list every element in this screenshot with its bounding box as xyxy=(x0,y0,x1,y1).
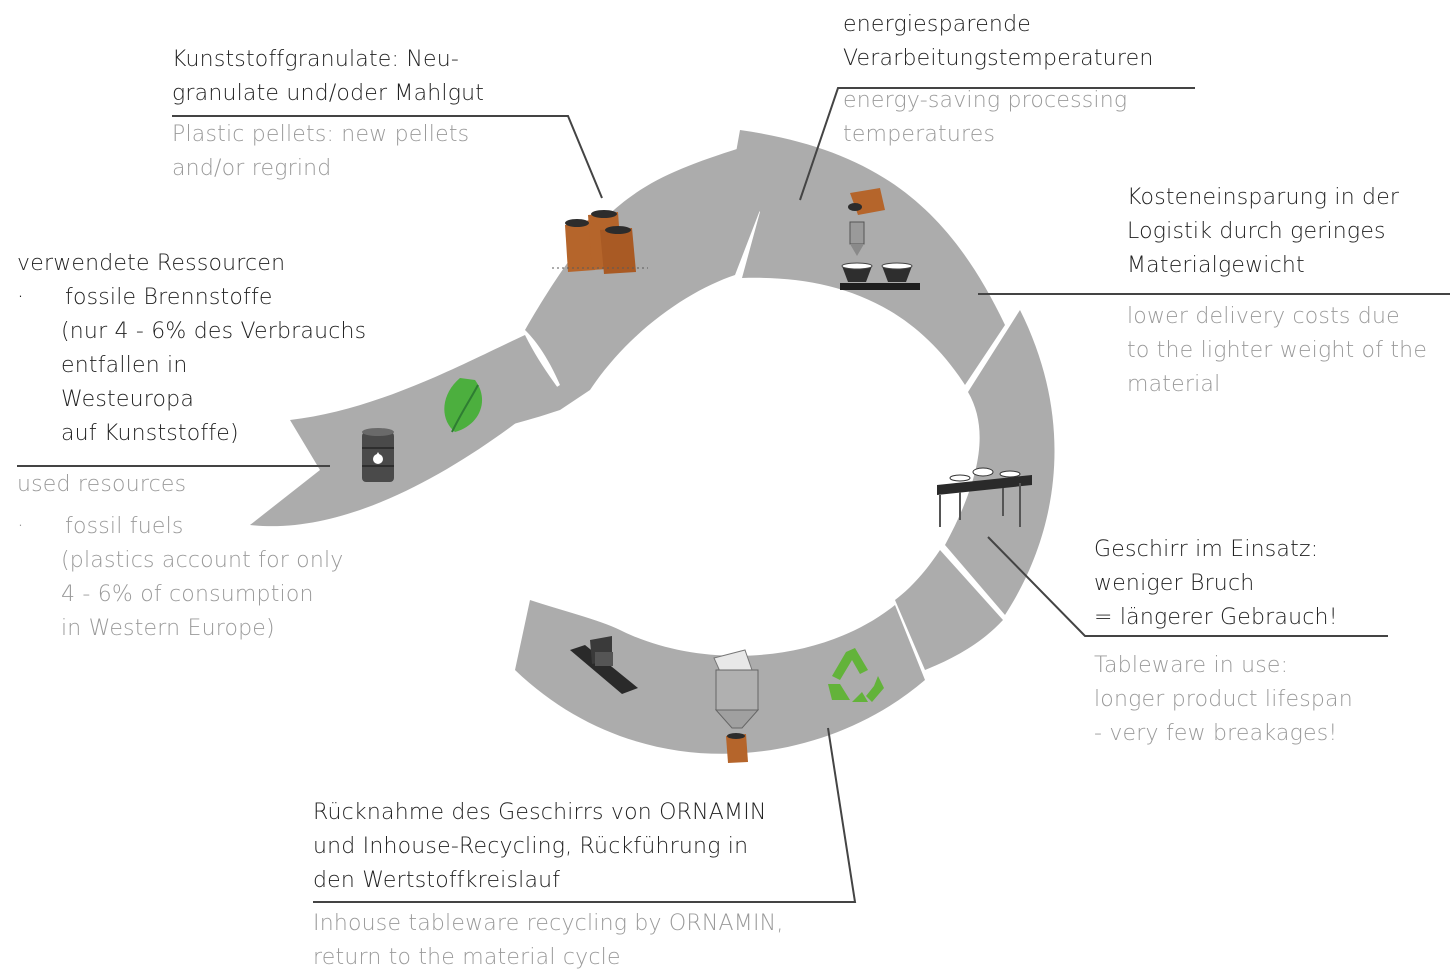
text-line: den Wertstoffkreislauf xyxy=(313,868,561,893)
text-line: Materialgewicht xyxy=(1127,253,1305,278)
label-logistics-de: Kosteneinsparung in der Logistik durch g… xyxy=(1127,181,1427,283)
label-resources-de: verwendete Ressourcen · fossile Brennsto… xyxy=(17,247,366,451)
text-line: (nur 4 - 6% des Verbrauchs xyxy=(61,319,367,344)
segment-tableware xyxy=(945,310,1055,615)
text-line: temperatures xyxy=(843,122,996,147)
bullet: · xyxy=(17,285,25,310)
segment-tableware-lower xyxy=(895,550,1003,670)
label-granulate-en: Plastic pellets: new pellets and/or regr… xyxy=(172,118,484,186)
text-line: Verarbeitungstemperaturen xyxy=(843,46,1154,71)
leaf-icon xyxy=(444,378,483,433)
text-line: = längerer Gebrauch! xyxy=(1094,605,1338,630)
recycling-icon xyxy=(828,648,884,702)
text-line: Kunststoffgranulate: Neu- xyxy=(172,47,459,72)
text-line: energy-saving processing xyxy=(843,88,1128,113)
resources-heading-de: verwendete Ressourcen xyxy=(17,251,286,276)
label-resources: verwendete Ressourcen · fossile Brennsto… xyxy=(17,247,366,646)
tableware-table-icon xyxy=(937,467,1032,527)
label-granulate: Kunststoffgranulate: Neu- granulate und/… xyxy=(172,43,484,186)
label-logistics-en: lower delivery costs due to the lighter … xyxy=(1127,300,1427,402)
text-line: fossile Brennstoffe xyxy=(65,285,273,310)
text-line: material xyxy=(1127,372,1221,397)
segment-granulate-lower xyxy=(250,335,558,527)
resources-list-en: · fossil fuels (plastics account for onl… xyxy=(17,510,366,646)
text-line: longer product lifespan xyxy=(1094,687,1353,712)
text-line: lower delivery costs due xyxy=(1127,304,1400,329)
leader-energy xyxy=(799,87,1195,201)
leader-granulate xyxy=(172,115,603,199)
text-line: and/or regrind xyxy=(172,156,332,181)
label-tableware: Geschirr im Einsatz: weniger Bruch = län… xyxy=(1094,533,1353,751)
text-line: Logistik durch geringes xyxy=(1127,219,1386,244)
text-line: - very few breakages! xyxy=(1094,721,1338,746)
text-line: Kosteneinsparung in der xyxy=(1127,185,1400,210)
pellet-sacks-icon xyxy=(552,210,648,274)
text-line: 4 - 6% of consumption xyxy=(61,582,314,607)
label-resources-en: used resources · fossil fuels (plastics … xyxy=(17,468,366,646)
resources-list-de: · fossile Brennstoffe (nur 4 - 6% des Ve… xyxy=(17,281,366,451)
label-logistics: Kosteneinsparung in der Logistik durch g… xyxy=(1127,181,1427,402)
text-line: entfallen in xyxy=(61,353,188,378)
leader-recycling xyxy=(313,727,857,903)
text-line: Inhouse tableware recycling by ORNAMIN, xyxy=(313,911,784,936)
label-energy-de: energiesparende Verarbeitungstemperature… xyxy=(843,8,1153,76)
bullet: · xyxy=(17,514,25,539)
text-line: Tableware in use: xyxy=(1094,653,1289,678)
label-energy: energiesparende Verarbeitungstemperature… xyxy=(843,8,1153,152)
text-line: auf Kunststoffe) xyxy=(61,421,239,446)
leader-tableware xyxy=(987,536,1388,637)
text-line: to the lighter weight of the xyxy=(1127,338,1428,363)
label-recycling-en: Inhouse tableware recycling by ORNAMIN, … xyxy=(313,907,784,975)
label-recycling: Rücknahme des Geschirrs von ORNAMIN und … xyxy=(313,796,784,975)
label-tableware-en: Tableware in use: longer product lifespa… xyxy=(1094,649,1353,751)
label-energy-en: energy-saving processing temperatures xyxy=(843,84,1153,152)
text-line: Westeuropa xyxy=(61,387,195,412)
text-line: Rücknahme des Geschirrs von ORNAMIN xyxy=(313,800,767,825)
label-tableware-de: Geschirr im Einsatz: weniger Bruch = län… xyxy=(1094,533,1353,635)
hopper-molding-icon xyxy=(840,188,920,290)
resources-heading-en: used resources xyxy=(17,472,187,497)
leader-lines xyxy=(17,87,1450,903)
text-line: in Western Europe) xyxy=(61,616,275,641)
label-granulate-de: Kunststoffgranulate: Neu- granulate und/… xyxy=(172,43,484,111)
text-line: granulate und/oder Mahlgut xyxy=(172,81,485,106)
oil-barrel-icon xyxy=(362,428,394,482)
shredder-icon xyxy=(570,636,638,694)
text-line: und Inhouse-Recycling, Rückführung in xyxy=(313,834,749,859)
text-line: Geschirr im Einsatz: xyxy=(1094,537,1319,562)
regrind-hopper-icon xyxy=(713,649,760,763)
text-line: (plastics account for only xyxy=(61,548,344,573)
text-line: weniger Bruch xyxy=(1094,571,1255,596)
label-recycling-de: Rücknahme des Geschirrs von ORNAMIN und … xyxy=(313,796,784,898)
text-line: return to the material cycle xyxy=(313,945,621,970)
text-line: fossil fuels xyxy=(65,514,184,539)
text-line: Plastic pellets: new pellets xyxy=(172,122,470,147)
text-line: energiesparende xyxy=(843,12,1031,37)
segment-energy xyxy=(735,130,1005,385)
